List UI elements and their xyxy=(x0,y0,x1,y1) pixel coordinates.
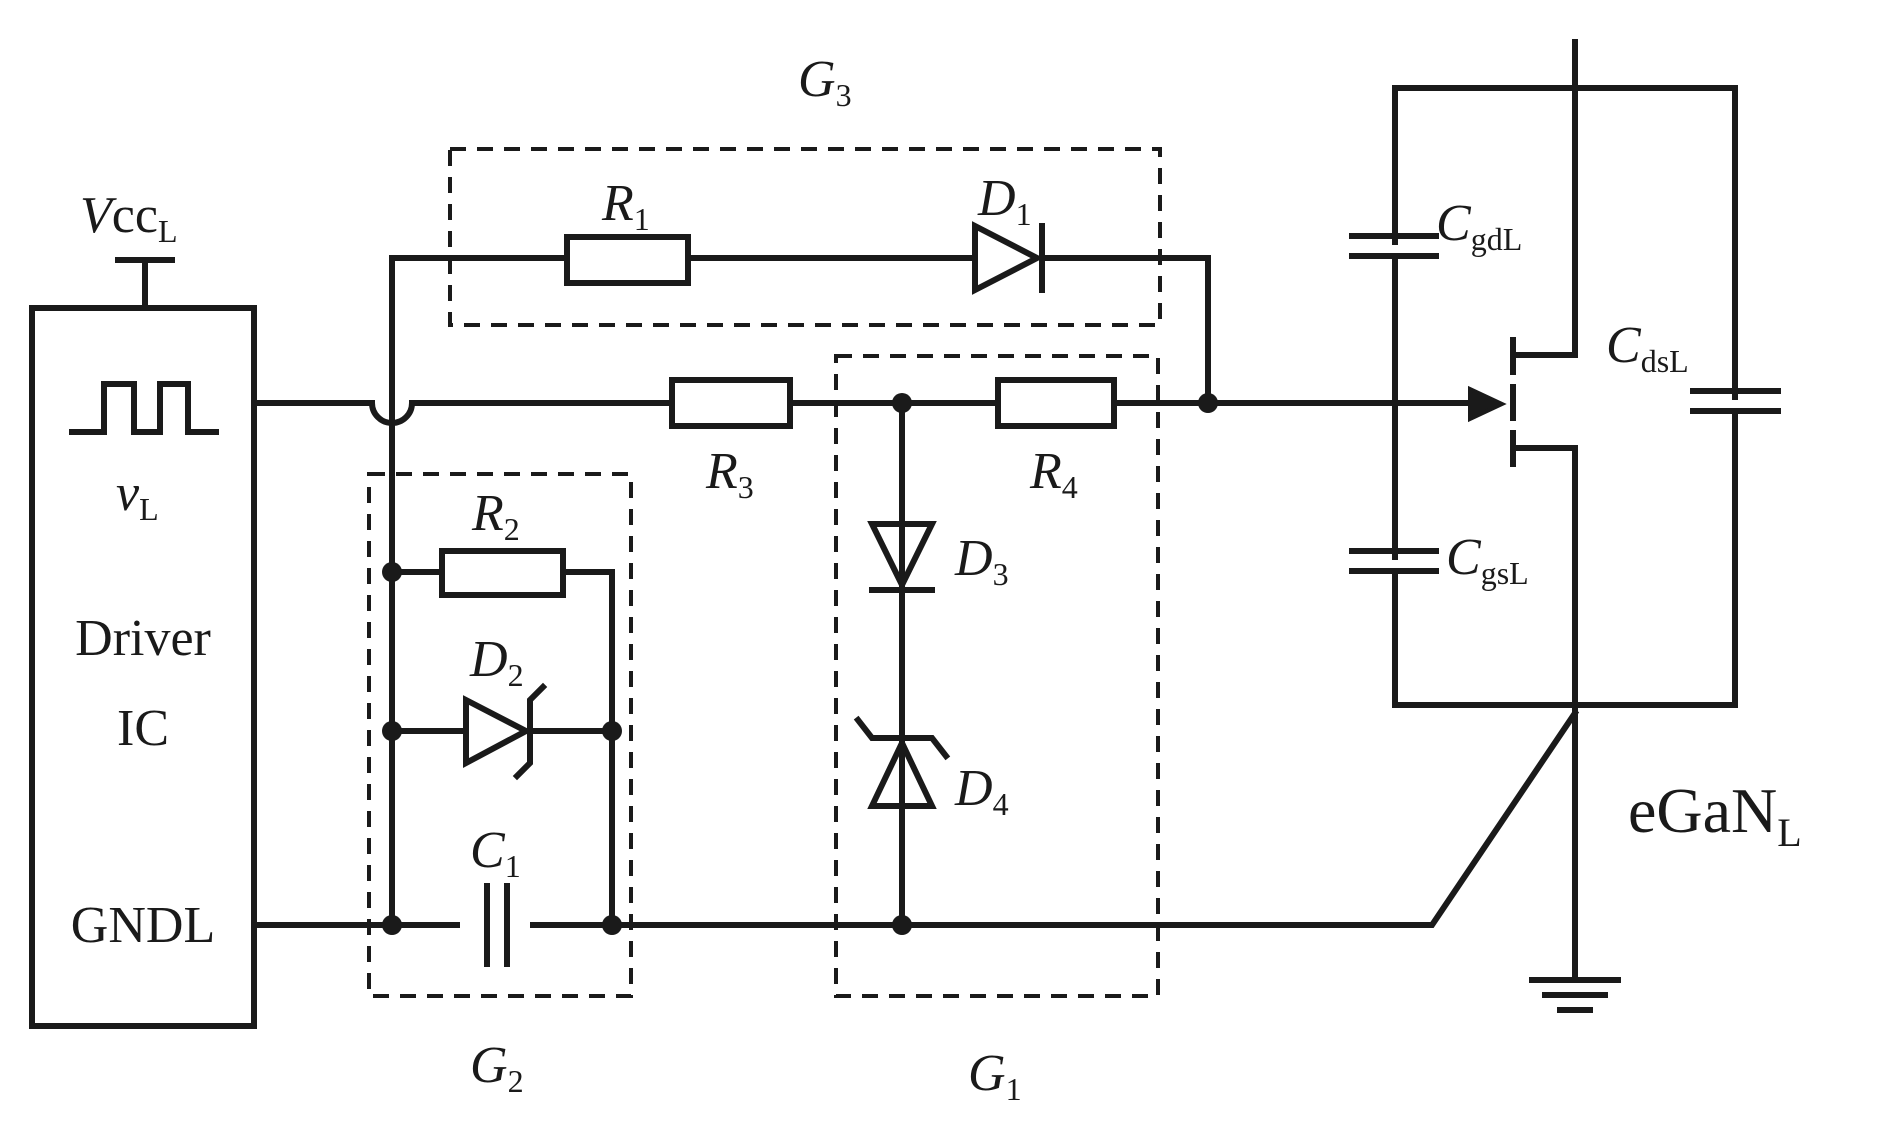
d3-label: D3 xyxy=(954,530,1009,592)
d3-diode xyxy=(867,521,937,593)
signal-label: vL xyxy=(116,465,159,527)
junction-dot xyxy=(602,721,622,741)
d2-label: D2 xyxy=(469,631,524,693)
gate-arrow-icon xyxy=(1468,385,1507,423)
cgs-capacitor xyxy=(1349,548,1439,574)
cgd-label: CgdL xyxy=(1436,195,1522,257)
r1-label: R1 xyxy=(601,175,650,237)
d2-zener-diode xyxy=(463,682,548,781)
cgs-label: CgsL xyxy=(1446,529,1529,591)
g2-group-box xyxy=(367,472,633,998)
cgd-capacitor xyxy=(1349,233,1439,259)
r3-label: R3 xyxy=(705,443,754,505)
pulse-waveform-icon xyxy=(69,381,219,435)
driver-ic xyxy=(29,257,257,1029)
c1-label: C1 xyxy=(470,822,521,884)
junction-dot xyxy=(602,915,622,935)
r2-label: R2 xyxy=(471,485,520,547)
d1-diode xyxy=(972,221,1045,295)
wires xyxy=(251,255,1580,928)
junction-dot xyxy=(382,915,402,935)
cds-capacitor xyxy=(1690,388,1781,414)
r1-resistor xyxy=(564,234,691,286)
junction-dot xyxy=(892,915,912,935)
gndl-pin-label: GNDL xyxy=(71,897,215,954)
driver-ic-text-line1: Driver xyxy=(75,610,211,667)
r2-resistor xyxy=(439,548,566,598)
egan-label: eGaNL xyxy=(1628,775,1802,855)
g2-label: G2 xyxy=(470,1037,524,1099)
junction-dot xyxy=(892,393,912,413)
r3-resistor xyxy=(669,377,793,429)
output-wire-left xyxy=(251,400,675,426)
g1-group-box xyxy=(834,354,1160,998)
d4-zener-diode xyxy=(853,715,951,809)
junction-dot xyxy=(382,562,402,582)
ground-wire xyxy=(251,708,1580,928)
d4-label: D4 xyxy=(954,760,1009,822)
cds-label: CdsL xyxy=(1606,317,1689,379)
junction-dot xyxy=(382,721,402,741)
junction-dot xyxy=(1198,393,1218,413)
parasitic-cap-frame xyxy=(1392,85,1738,708)
g3-label: G3 xyxy=(798,51,852,113)
driver-ic-text-line2: IC xyxy=(117,700,169,757)
g1-label: G1 xyxy=(968,1045,1022,1107)
d1-label: D1 xyxy=(977,170,1032,232)
r4-label: R4 xyxy=(1029,443,1078,505)
egan-transistor xyxy=(1392,39,1738,1013)
c1-capacitor xyxy=(460,883,530,967)
r4-resistor xyxy=(995,377,1117,429)
g3-group-box xyxy=(448,147,1162,327)
junction-dots xyxy=(382,393,1218,935)
vcc-label: VccL xyxy=(80,187,177,249)
